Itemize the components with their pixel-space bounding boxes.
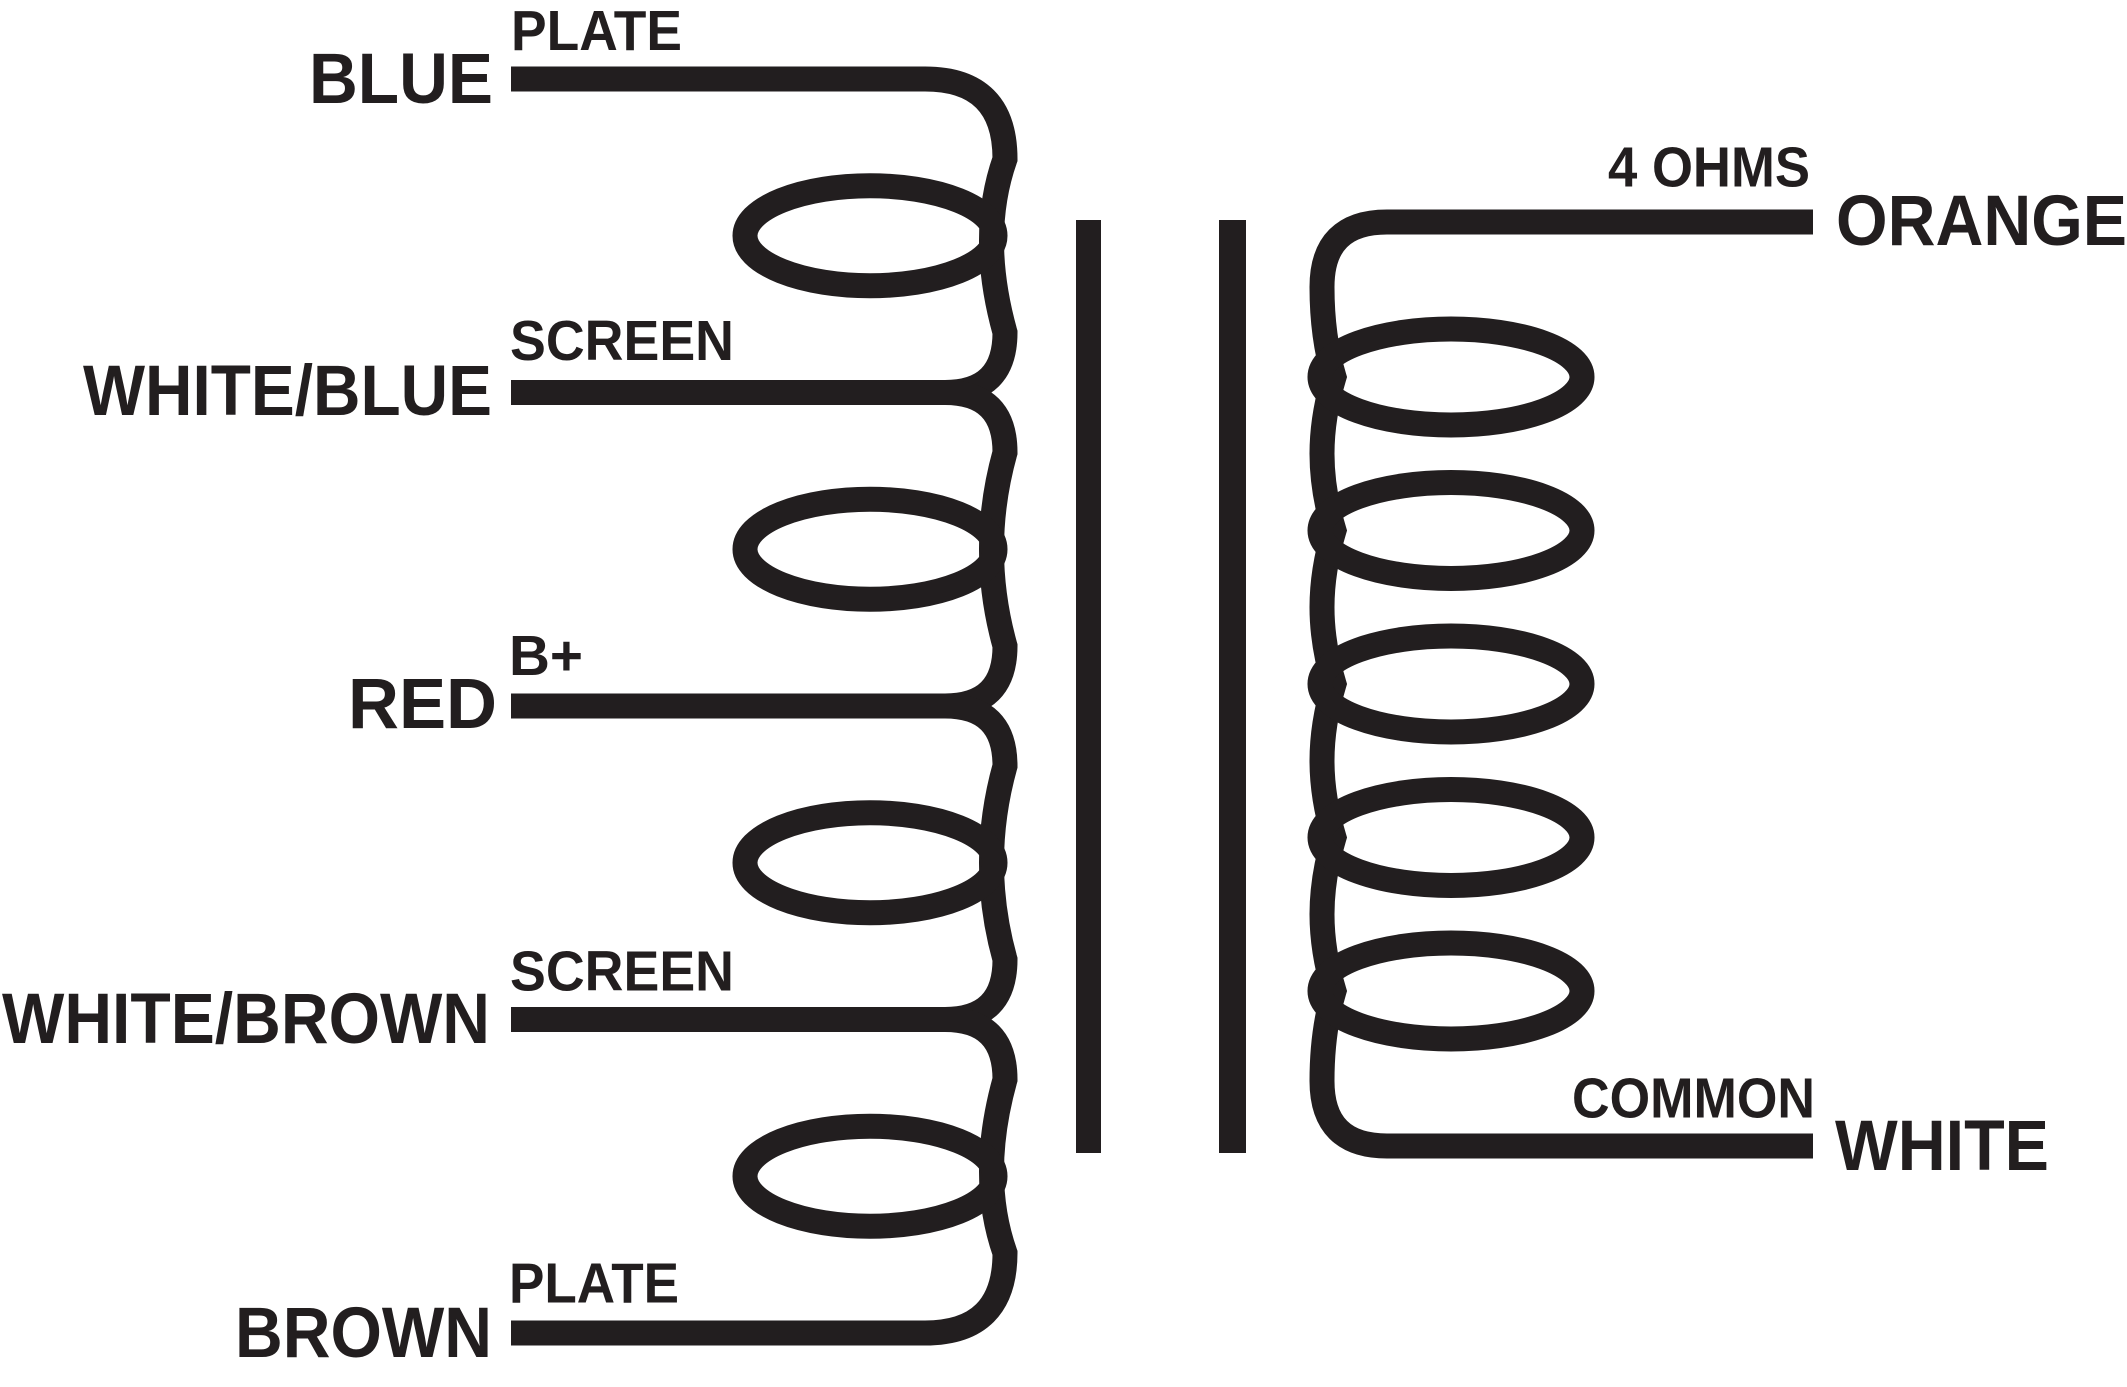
- svg-text:PLATE: PLATE: [509, 1252, 679, 1316]
- svg-text:RED: RED: [348, 665, 497, 744]
- svg-text:WHITE: WHITE: [1835, 1107, 2049, 1186]
- svg-text:BROWN: BROWN: [235, 1294, 492, 1373]
- svg-text:SCREEN: SCREEN: [510, 940, 734, 1004]
- svg-text:ORANGE: ORANGE: [1836, 182, 2127, 261]
- svg-text:BLUE: BLUE: [309, 40, 493, 119]
- svg-text:4 OHMS: 4 OHMS: [1608, 136, 1810, 200]
- svg-text:SCREEN: SCREEN: [510, 309, 734, 373]
- svg-text:COMMON: COMMON: [1572, 1067, 1815, 1131]
- svg-text:WHITE/BROWN: WHITE/BROWN: [2, 980, 490, 1059]
- svg-text:PLATE: PLATE: [511, 0, 682, 63]
- svg-text:B+: B+: [509, 624, 583, 688]
- svg-text:WHITE/BLUE: WHITE/BLUE: [83, 352, 492, 431]
